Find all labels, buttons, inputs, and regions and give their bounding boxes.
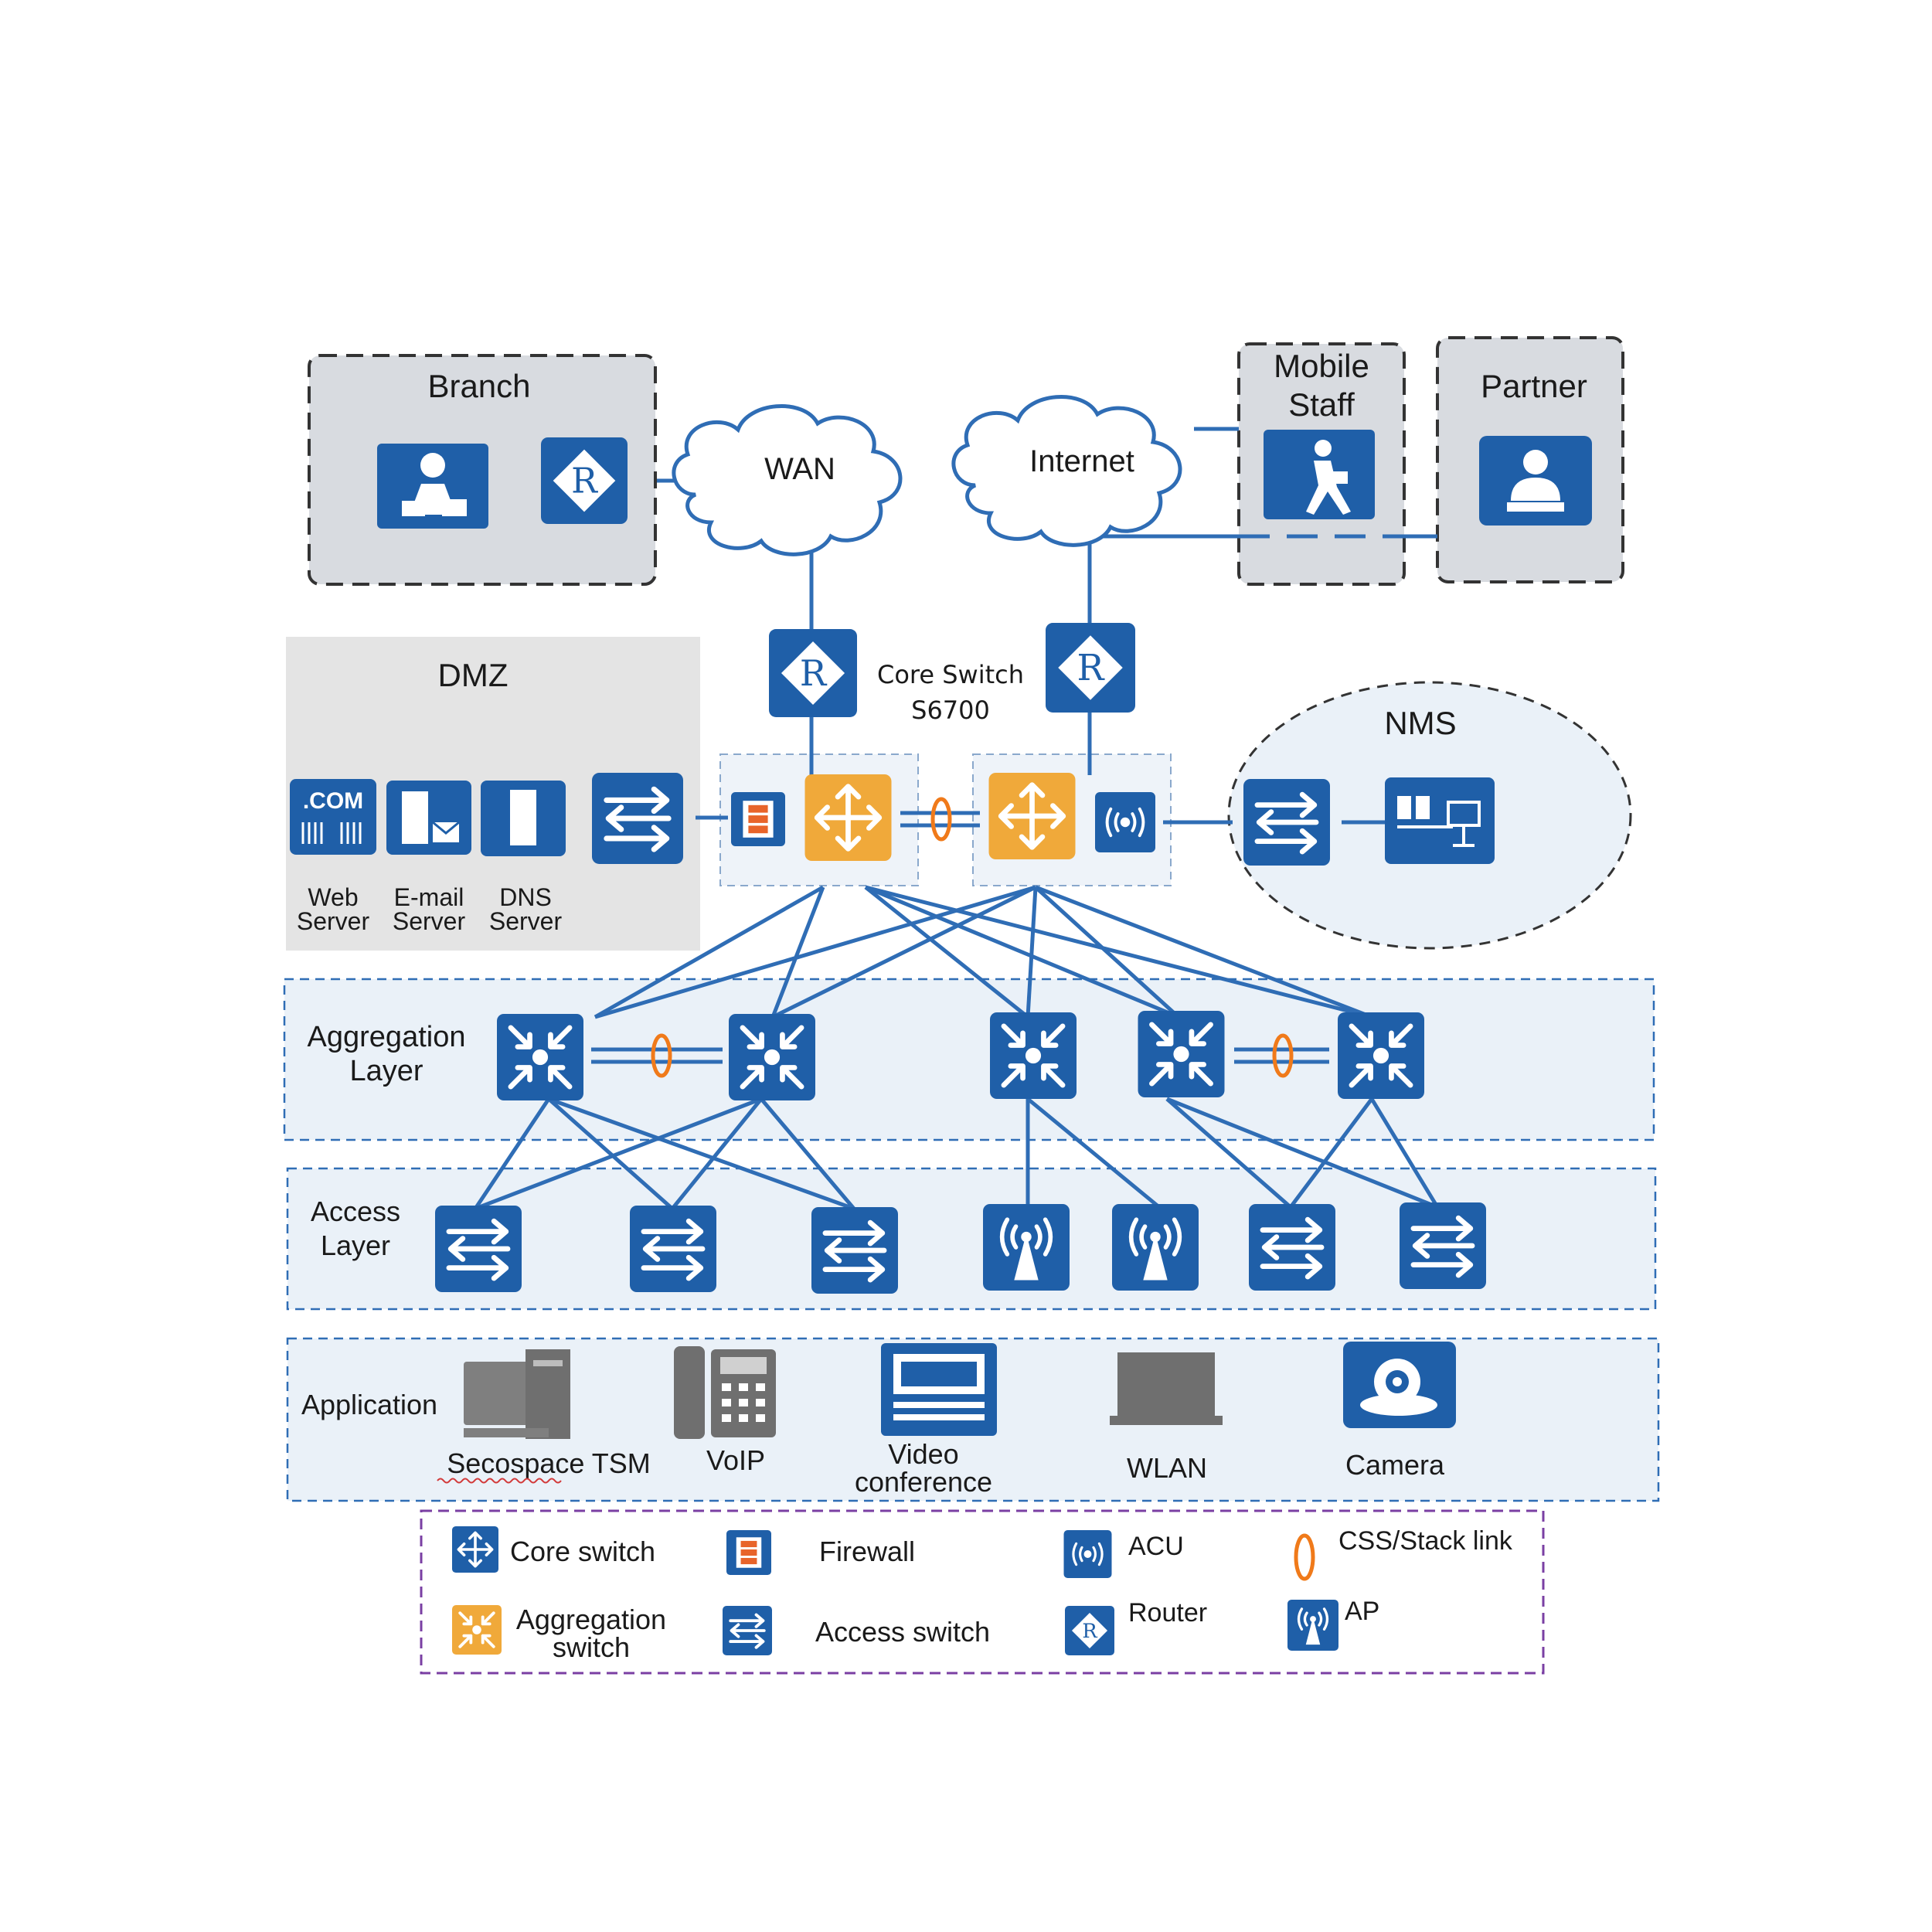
aggregation-switch-1[interactable] xyxy=(497,1014,583,1100)
aggregation-layer-band xyxy=(283,978,1655,1141)
wlan-label: WLAN xyxy=(1127,1452,1207,1484)
legend-css-stack-label: CSS/Stack link xyxy=(1338,1526,1513,1556)
wlan-laptop-icon xyxy=(1110,1352,1223,1425)
legend-core-switch-icon xyxy=(452,1526,498,1573)
aggregation-layer-label-line2: Layer xyxy=(349,1055,423,1087)
branch-router-icon xyxy=(541,437,628,524)
branch-user-icon xyxy=(377,444,488,529)
application-layer-label: Application xyxy=(301,1389,437,1420)
firewall-device[interactable] xyxy=(731,792,785,846)
legend-acu-icon xyxy=(1064,1530,1112,1578)
com-badge: .COM xyxy=(303,788,363,814)
voip-phone-icon xyxy=(674,1346,776,1439)
dns-server-label-line1: DNS xyxy=(499,883,552,911)
voip-label: VoIP xyxy=(706,1444,765,1476)
core-switch-label-line1: Core Switch xyxy=(877,660,1024,689)
email-server-label-line2: Server xyxy=(393,907,466,935)
access-switch-5[interactable] xyxy=(1400,1202,1486,1289)
spellcheck-underline xyxy=(437,1478,562,1484)
access-ap-1[interactable] xyxy=(983,1204,1070,1291)
legend-ap-icon xyxy=(1286,1600,1340,1651)
video-label-line1: Video xyxy=(888,1438,958,1470)
legend-acu-label: ACU xyxy=(1128,1532,1184,1561)
network-links xyxy=(473,427,1440,1211)
aggregation-switch-2[interactable] xyxy=(729,1014,815,1100)
legend-firewall-label: Firewall xyxy=(819,1536,915,1567)
aggregation-switch-3[interactable] xyxy=(990,1012,1077,1099)
internet-edge-router[interactable] xyxy=(1046,623,1135,713)
wan-cloud: WAN xyxy=(672,404,903,556)
wan-label: WAN xyxy=(764,452,835,486)
camera-label: Camera xyxy=(1345,1449,1445,1481)
legend-aggregation-switch-label-line1: Aggregation xyxy=(516,1604,666,1635)
secospace-label: Secospace TSM xyxy=(447,1447,650,1479)
dmz-title: DMZ xyxy=(438,657,509,693)
internet-cloud: Internet xyxy=(951,395,1182,547)
legend-access-switch-icon xyxy=(723,1606,772,1655)
aggregation-layer-label-line1: Aggregation xyxy=(308,1021,466,1053)
video-label-line2: conference xyxy=(855,1466,992,1498)
legend-ap-label: AP xyxy=(1345,1597,1379,1626)
stack-link-agg-left xyxy=(651,1033,672,1078)
email-server-label-line1: E-mail xyxy=(394,883,464,911)
nms-title: NMS xyxy=(1384,705,1456,741)
access-layer-label-line1: Access xyxy=(311,1196,400,1227)
mobile-staff-icon xyxy=(1264,430,1375,519)
web-server-icon: .COM xyxy=(290,779,376,855)
access-switch-4[interactable] xyxy=(1249,1204,1335,1291)
legend-router-label: Router xyxy=(1128,1598,1207,1628)
wan-edge-router[interactable] xyxy=(769,629,857,717)
acu-device[interactable] xyxy=(1095,792,1155,852)
aggregation-switch-5[interactable] xyxy=(1338,1012,1424,1099)
legend-core-switch-label: Core switch xyxy=(510,1536,655,1567)
access-layer-label-line2: Layer xyxy=(321,1230,390,1261)
stack-link-core xyxy=(930,797,952,842)
nms-server-icon xyxy=(1385,777,1495,864)
legend-aggregation-switch-icon xyxy=(452,1605,502,1655)
core-switch-left[interactable] xyxy=(805,774,892,861)
legend-router-icon xyxy=(1065,1606,1114,1655)
web-server-label-line2: Server xyxy=(297,907,370,935)
dns-server-icon xyxy=(481,781,566,856)
internet-label: Internet xyxy=(1029,444,1134,478)
partner-icon xyxy=(1479,436,1592,526)
legend-box xyxy=(420,1509,1545,1675)
access-switch-1[interactable] xyxy=(435,1206,522,1292)
email-server-icon xyxy=(386,781,471,855)
core-switch-label-line2: S6700 xyxy=(911,696,990,725)
mobile-staff-title-line2: Staff xyxy=(1288,386,1355,423)
legend-aggregation-switch-label-line2: switch xyxy=(553,1631,630,1663)
legend-access-switch-label: Access switch xyxy=(815,1616,990,1648)
video-conference-icon xyxy=(881,1343,997,1436)
access-switch-2[interactable] xyxy=(630,1206,716,1292)
mobile-staff-title-line1: Mobile xyxy=(1274,348,1369,384)
dns-server-label-line2: Server xyxy=(489,907,563,935)
nms-access-switch[interactable] xyxy=(1243,779,1330,866)
partner-title: Partner xyxy=(1481,368,1587,404)
camera-icon xyxy=(1343,1342,1456,1428)
legend-firewall-icon xyxy=(726,1530,771,1575)
dmz-access-switch[interactable] xyxy=(592,773,683,864)
core-switch-right[interactable] xyxy=(989,773,1076,859)
access-ap-2[interactable] xyxy=(1112,1204,1199,1291)
legend-stack-link-icon xyxy=(1294,1533,1315,1581)
secospace-tsm-icon xyxy=(464,1349,570,1439)
stack-link-agg-right xyxy=(1272,1033,1294,1078)
aggregation-switch-4[interactable] xyxy=(1138,1011,1225,1097)
access-switch-3[interactable] xyxy=(811,1207,898,1294)
web-server-label-line1: Web xyxy=(308,883,358,911)
branch-title: Branch xyxy=(427,368,530,404)
